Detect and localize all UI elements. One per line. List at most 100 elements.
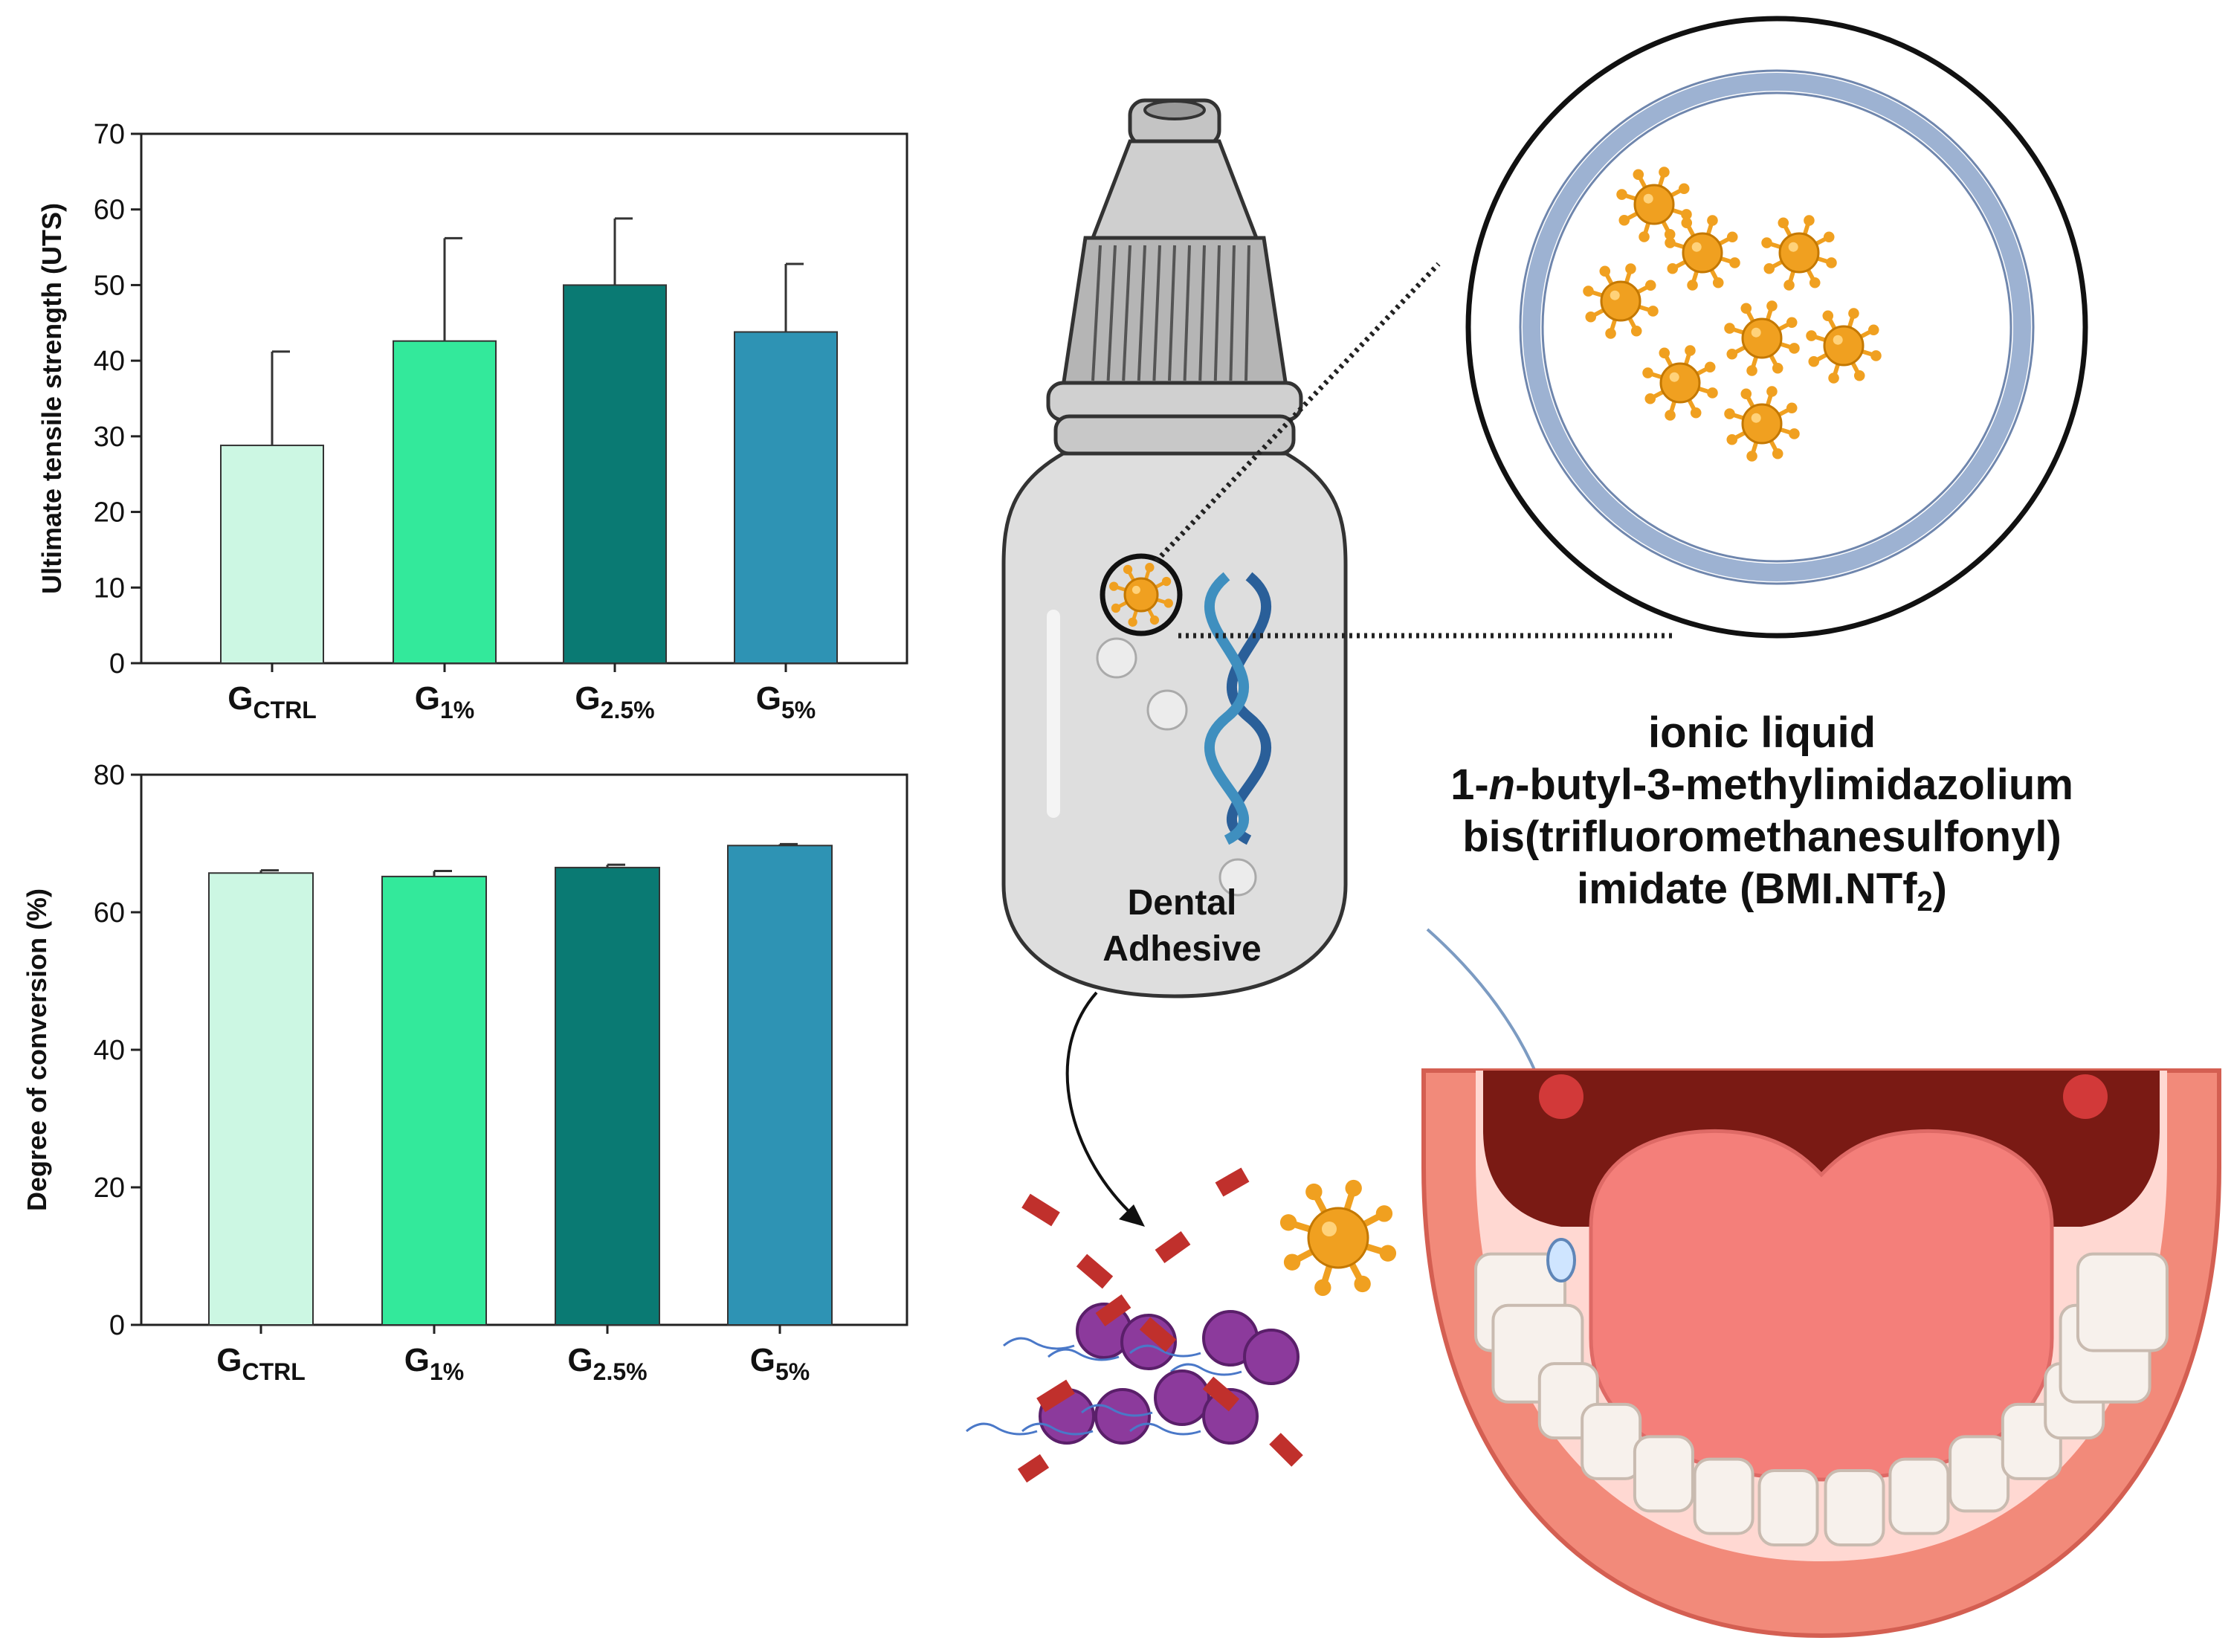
virus-core xyxy=(1307,1207,1369,1269)
virus-spike-tip xyxy=(1379,1245,1397,1262)
bubble xyxy=(1096,637,1137,679)
cap-rib xyxy=(1122,245,1131,381)
y-tick-label: 80 xyxy=(94,760,125,791)
virus-spike-tip xyxy=(1729,257,1740,268)
red-dash xyxy=(1017,1453,1050,1483)
virus-spike-tip xyxy=(1778,217,1789,229)
y-tick-label: 60 xyxy=(94,195,125,226)
virus-particle xyxy=(1806,308,1882,384)
virus-spike-tip xyxy=(1712,277,1724,288)
virus-spike-tip xyxy=(1664,228,1676,240)
virus-spike-tip xyxy=(1763,262,1775,274)
virus-spike-tip xyxy=(1772,448,1783,459)
flagellum xyxy=(1081,1404,1153,1417)
virus-particle xyxy=(1761,215,1837,291)
virus-spike-tip xyxy=(1375,1205,1393,1222)
virus-highlight xyxy=(1751,413,1761,423)
virus-spike-tip xyxy=(1740,388,1752,400)
flagellum xyxy=(1047,1348,1120,1361)
virus-spike-tip xyxy=(1659,167,1670,178)
ionic-line3: bis(trifluoromethanesulfonyl) xyxy=(1462,813,2062,861)
arrow-head xyxy=(1119,1204,1145,1227)
cap-rib xyxy=(1213,245,1221,381)
magnify-circle xyxy=(1100,553,1183,636)
liposome-membrane xyxy=(1523,73,2031,581)
red-dash xyxy=(1139,1317,1177,1352)
bottle-label-line1: Dental xyxy=(1128,883,1237,923)
virus-spike-tip xyxy=(1616,189,1627,200)
virus-spike-tip xyxy=(1585,311,1597,323)
cap-rib xyxy=(1198,245,1206,381)
virus-spike-tip xyxy=(1690,407,1702,419)
cap-rib xyxy=(1244,245,1250,381)
virus-spike-tip xyxy=(1766,300,1778,312)
adhesive-drop xyxy=(1546,1238,1576,1282)
cap-rib xyxy=(1091,245,1102,381)
cap-rib xyxy=(1137,245,1146,381)
virus-particle xyxy=(1616,167,1692,242)
flagellum xyxy=(1003,1337,1075,1350)
bottle-cap-ribs xyxy=(1091,245,1250,381)
inflamed-tissue xyxy=(1539,1074,1584,1119)
virus-highlight xyxy=(1691,242,1702,252)
virus-particle xyxy=(1642,345,1718,421)
virus-particle xyxy=(1583,263,1659,339)
x-tick-label: GCTRL xyxy=(216,1342,306,1385)
open-mouth-illustration xyxy=(1421,1068,2221,1639)
virus-particle xyxy=(1665,215,1740,291)
adhesive-bottle-illustration: Dental Adhesive xyxy=(1001,98,1348,998)
virus-spike-tip xyxy=(1746,451,1757,462)
virus-spike-tip xyxy=(1724,408,1735,419)
bar xyxy=(727,845,833,1326)
virus-spike-tip xyxy=(1681,209,1692,220)
virus-spike-tip xyxy=(1726,231,1738,243)
virus-spike-tip xyxy=(1726,348,1738,360)
virus-core xyxy=(1633,184,1675,225)
virus-core xyxy=(1600,280,1641,322)
bottle-highlight xyxy=(1047,610,1060,818)
virus-core xyxy=(1741,403,1783,445)
virus-spike-tip xyxy=(1726,433,1738,445)
virus-spike-tip xyxy=(1279,1214,1297,1231)
virus-spike-tip xyxy=(1789,428,1800,439)
y-tick-label: 0 xyxy=(109,648,125,680)
virus-particle xyxy=(1279,1179,1397,1297)
inflamed-tissue xyxy=(2063,1074,2108,1119)
y-tick-label: 10 xyxy=(94,572,125,604)
tooth xyxy=(1757,1469,1819,1547)
y-tick-label: 60 xyxy=(94,897,125,929)
virus-spike-tip xyxy=(1848,308,1859,319)
bar xyxy=(393,340,497,664)
virus-spike-tip xyxy=(1605,328,1616,339)
virus-spike-tip xyxy=(1314,1279,1331,1297)
tooth xyxy=(1949,1435,2010,1513)
zoom-line xyxy=(1154,262,1441,564)
y-tick-label: 40 xyxy=(94,1035,125,1066)
virus-spike-tip xyxy=(1644,393,1656,404)
virus-core xyxy=(1659,362,1701,404)
virus-spike-tip xyxy=(1704,361,1716,373)
y-tick-label: 0 xyxy=(109,1310,125,1341)
bottle-label-line2: Adhesive xyxy=(1103,929,1261,969)
virus-spike-tip xyxy=(1746,365,1757,376)
bottle-neck xyxy=(1053,414,1296,456)
tooth xyxy=(1693,1457,1754,1535)
bacterium xyxy=(1243,1329,1300,1385)
x-tick-label: G5% xyxy=(750,1342,810,1385)
virus-spike-tip xyxy=(1870,350,1882,361)
tooth xyxy=(1633,1435,1694,1513)
bar xyxy=(563,284,667,664)
flagellum xyxy=(1129,1344,1201,1358)
virus-spike-tip xyxy=(1149,615,1160,625)
virus-highlight xyxy=(1669,372,1679,382)
bottle-nozzle xyxy=(1090,139,1259,240)
virus-spike-tip xyxy=(1761,237,1772,248)
uts-plot-frame xyxy=(140,132,908,665)
ionic-line4: imidate (BMI.NTf2) xyxy=(1577,865,1947,917)
virus-spike-tip xyxy=(1772,362,1783,374)
tooth xyxy=(1581,1402,1642,1480)
